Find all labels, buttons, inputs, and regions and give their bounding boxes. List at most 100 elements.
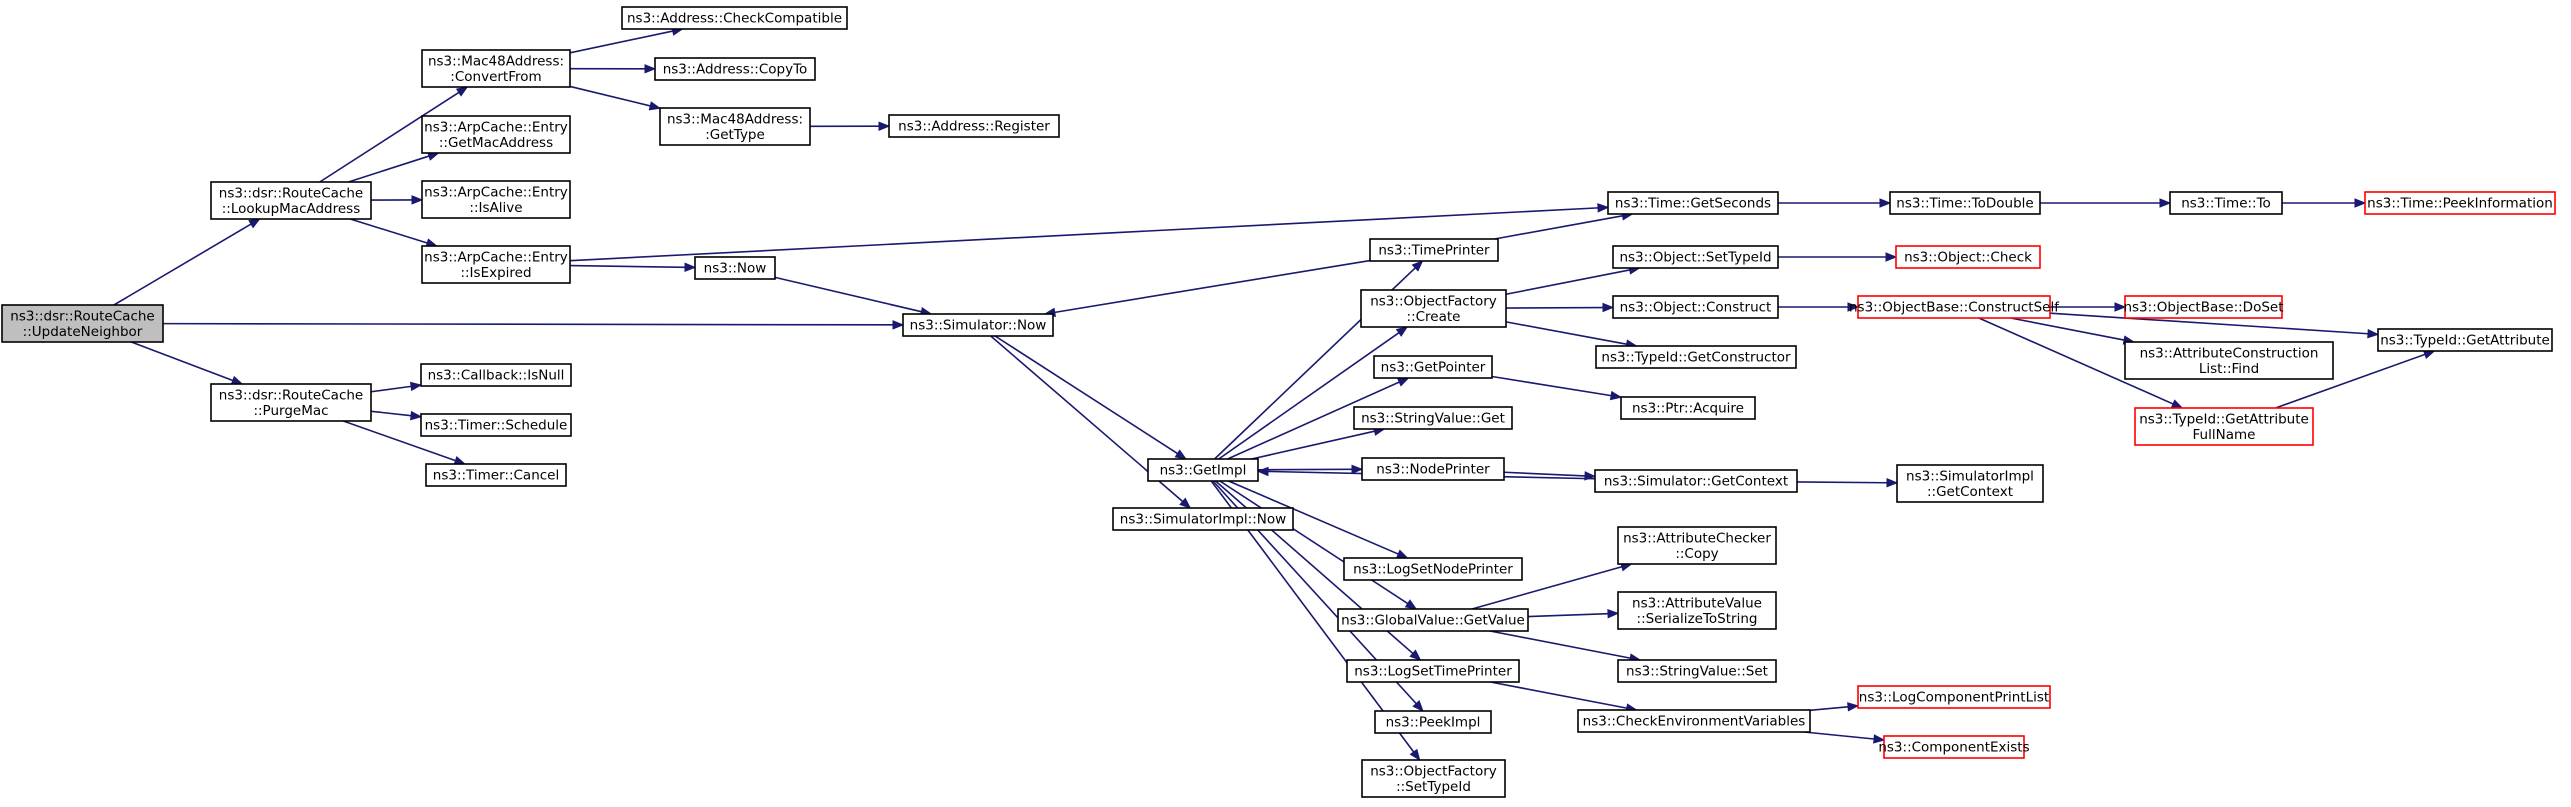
node-peek-impl[interactable]: ns3::PeekImpl <box>1374 710 1492 734</box>
node-mac48-convert-from[interactable]: ns3::Mac48Address::ConvertFrom <box>421 49 571 88</box>
node-label: ns3::AttributeConstruction <box>2140 345 2319 361</box>
node-log-set-node-printer[interactable]: ns3::LogSetNodePrinter <box>1343 557 1523 581</box>
node-component-exists[interactable]: ns3::ComponentExists <box>1878 735 2030 759</box>
node-label: ns3::LogSetNodePrinter <box>1353 562 1513 578</box>
node-time-printer[interactable]: ns3::TimePrinter <box>1369 238 1499 262</box>
node-sim-impl-now[interactable]: ns3::SimulatorImpl::Now <box>1112 507 1294 531</box>
node-box <box>1889 191 2041 215</box>
node-ptr-acquire[interactable]: ns3::Ptr::Acquire <box>1620 396 1756 420</box>
node-string-value-get[interactable]: ns3::StringValue::Get <box>1353 406 1513 430</box>
node-box <box>694 256 776 280</box>
node-lookup-mac-address[interactable]: ns3::dsr::RouteCache::LookupMacAddress <box>210 181 372 220</box>
node-string-value-set[interactable]: ns3::StringValue::Set <box>1617 659 1777 683</box>
node-label: ns3::TypeId::GetAttribute <box>2139 411 2309 427</box>
node-box <box>1857 295 2051 319</box>
edge-time-get-seconds-to-time-to-double <box>1778 198 1892 208</box>
edge-update-neighbor-to-simulator-now <box>162 320 905 330</box>
node-label: ns3::StringValue::Set <box>1626 664 1768 680</box>
node-label: ns3::ArpCache::Entry <box>424 119 568 135</box>
edge-mac48-convert-from-to-mac48-get-type <box>569 85 662 111</box>
edge-get-impl-to-node-printer <box>1257 464 1364 475</box>
node-label: ns3::Address::Register <box>898 119 1050 135</box>
node-box <box>1112 507 1294 531</box>
node-label: ns3::Callback::IsNull <box>428 368 565 384</box>
node-label: ns3::Timer::Cancel <box>433 468 559 484</box>
edge-log-set-time-printer-to-check-env-vars <box>1490 681 1638 713</box>
node-addr-register[interactable]: ns3::Address::Register <box>888 114 1060 138</box>
node-arp-is-expired[interactable]: ns3::ArpCache::Entry::IsExpired <box>421 245 571 284</box>
node-object-construct[interactable]: ns3::Object::Construct <box>1612 295 1779 319</box>
node-box <box>421 115 571 154</box>
node-label: ns3::Simulator::GetContext <box>1604 474 1788 490</box>
node-label: ns3::Mac48Address: <box>667 111 803 127</box>
node-get-pointer[interactable]: ns3::GetPointer <box>1373 355 1493 379</box>
node-label: ns3::Object::Construct <box>1620 300 1772 316</box>
node-label: ns3::ComponentExists <box>1878 740 2029 756</box>
node-box <box>1620 396 1756 420</box>
node-simulator-now[interactable]: ns3::Simulator::Now <box>902 313 1054 337</box>
node-ns3-now[interactable]: ns3::Now <box>694 256 776 280</box>
node-label: ns3::Time::To <box>2181 196 2271 212</box>
node-object-set-type-id[interactable]: ns3::Object::SetTypeId <box>1612 245 1779 269</box>
node-object-check[interactable]: ns3::Object::Check <box>1895 245 2041 269</box>
edge-simulator-get-context-to-sim-impl-get-context <box>1796 477 1899 488</box>
node-attr-value-serialize[interactable]: ns3::AttributeValue::SerializeToString <box>1617 591 1777 630</box>
node-time-get-seconds[interactable]: ns3::Time::GetSeconds <box>1607 191 1779 215</box>
node-label: ns3::GetPointer <box>1381 360 1486 376</box>
node-attr-checker-copy[interactable]: ns3::AttributeChecker::Copy <box>1617 526 1777 565</box>
node-label: ns3::Timer::Schedule <box>425 418 568 434</box>
node-log-component-print-list[interactable]: ns3::LogComponentPrintList <box>1857 685 2051 709</box>
node-box <box>1617 659 1777 683</box>
node-label: ::Create <box>1407 309 1461 325</box>
node-label: ns3::dsr::RouteCache <box>219 185 363 201</box>
node-purge-mac[interactable]: ns3::dsr::RouteCache::PurgeMac <box>210 383 372 422</box>
node-obj-factory-set-type-id[interactable]: ns3::ObjectFactory::SetTypeId <box>1361 759 1506 798</box>
node-type-id-get-attribute[interactable]: ns3::TypeId::GetAttribute <box>2377 328 2553 352</box>
node-node-printer[interactable]: ns3::NodePrinter <box>1361 457 1505 481</box>
node-label: ns3::ObjectFactory <box>1370 293 1497 309</box>
node-box <box>420 413 572 437</box>
edge-check-env-vars-to-component-exists <box>1803 731 1886 744</box>
node-obj-base-construct-self[interactable]: ns3::ObjectBase::ConstructSelf <box>1849 295 2060 319</box>
node-label: ns3::Time::GetSeconds <box>1615 196 1771 212</box>
node-simulator-get-context[interactable]: ns3::Simulator::GetContext <box>1594 469 1798 493</box>
node-label: ns3::Simulator::Now <box>910 318 1047 334</box>
node-addr-copy-to[interactable]: ns3::Address::CopyTo <box>654 57 816 81</box>
edge-update-neighbor-to-purge-mac <box>131 341 244 385</box>
node-log-set-time-printer[interactable]: ns3::LogSetTimePrinter <box>1346 659 1520 683</box>
node-obj-base-do-set[interactable]: ns3::ObjectBase::DoSet <box>2123 295 2284 319</box>
node-label: ns3::ObjectFactory <box>1370 763 1497 779</box>
node-label: ns3::GetImpl <box>1160 463 1247 479</box>
node-box <box>1612 295 1779 319</box>
node-timer-cancel[interactable]: ns3::Timer::Cancel <box>425 463 567 487</box>
node-global-value-get-value[interactable]: ns3::GlobalValue::GetValue <box>1337 608 1529 632</box>
node-label: ns3::Object::SetTypeId <box>1619 250 1771 266</box>
node-time-to[interactable]: ns3::Time::To <box>2169 191 2283 215</box>
node-sim-impl-get-context[interactable]: ns3::SimulatorImpl::GetContext <box>1896 464 2044 503</box>
node-label: ::GetMacAddress <box>439 135 553 151</box>
node-mac48-get-type[interactable]: ns3::Mac48Address::GetType <box>659 107 811 146</box>
node-arp-get-mac-address[interactable]: ns3::ArpCache::Entry::GetMacAddress <box>421 115 571 154</box>
node-label: ::IsExpired <box>460 265 531 281</box>
node-arp-is-alive[interactable]: ns3::ArpCache::Entry::IsAlive <box>421 180 571 219</box>
node-label: ns3::AttributeChecker <box>1623 530 1771 546</box>
node-box <box>1346 659 1520 683</box>
node-label: ::SerializeToString <box>1637 611 1758 627</box>
node-update-neighbor[interactable]: ns3::dsr::RouteCache::UpdateNeighbor <box>1 304 164 343</box>
node-box <box>1607 191 1779 215</box>
node-callback-is-null[interactable]: ns3::Callback::IsNull <box>420 363 572 387</box>
node-type-id-get-constructor[interactable]: ns3::TypeId::GetConstructor <box>1595 345 1797 369</box>
node-addr-check-compatible[interactable]: ns3::Address::CheckCompatible <box>621 6 848 30</box>
node-box <box>2134 407 2314 446</box>
node-time-peek-information[interactable]: ns3::Time::PeekInformation <box>2364 191 2556 215</box>
nodes-layer: ns3::dsr::RouteCache::UpdateNeighborns3:… <box>1 6 2556 798</box>
edge-obj-factory-create-to-object-construct <box>1505 302 1615 313</box>
node-label: ns3::GlobalValue::GetValue <box>1341 613 1525 629</box>
node-obj-factory-create[interactable]: ns3::ObjectFactory::Create <box>1360 289 1507 328</box>
node-time-to-double[interactable]: ns3::Time::ToDouble <box>1889 191 2041 215</box>
node-timer-schedule[interactable]: ns3::Timer::Schedule <box>420 413 572 437</box>
node-get-impl[interactable]: ns3::GetImpl <box>1147 458 1259 482</box>
node-check-env-vars[interactable]: ns3::CheckEnvironmentVariables <box>1577 709 1811 733</box>
